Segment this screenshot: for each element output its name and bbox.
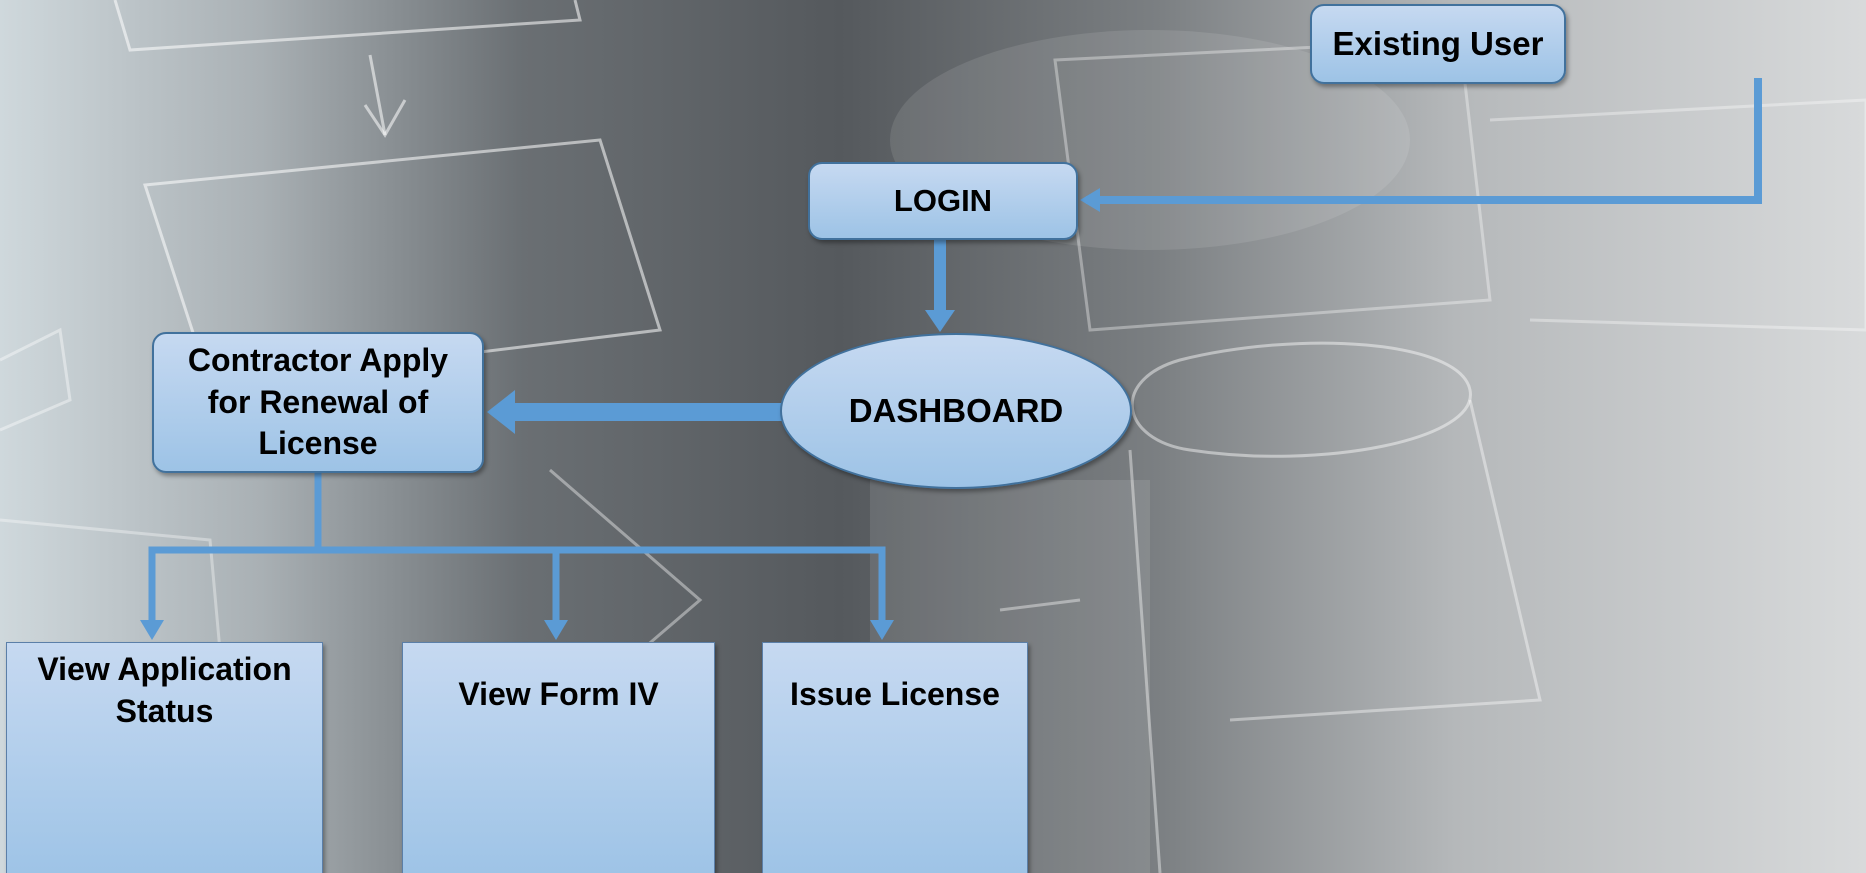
node-view-form-iv-label: View Form IV <box>458 676 659 712</box>
node-dashboard: DASHBOARD <box>780 333 1132 489</box>
sketch-arrow-head <box>363 99 407 138</box>
sketch-line-1 <box>1128 449 1162 873</box>
node-login: LOGIN <box>808 162 1078 240</box>
sketch-arrow-line <box>368 54 387 136</box>
arrowhead-to-view-form-iv <box>544 620 568 640</box>
sketch-ellipse <box>1130 341 1472 458</box>
sketch-line-2 <box>1229 399 1542 722</box>
sketch-box-far-right <box>1489 98 1866 332</box>
sketch-corner-left <box>0 327 72 432</box>
arrowhead-to-issue-license <box>870 620 894 640</box>
node-existing-user-label: Existing User <box>1332 25 1544 62</box>
node-issue-license-label: Issue License <box>790 676 1000 712</box>
node-login-label: LOGIN <box>893 183 993 218</box>
node-view-application-status: View Application Status <box>6 642 323 873</box>
node-view-application-status-label: View Application Status <box>37 651 292 729</box>
arrowhead-to-dashboard <box>925 310 955 332</box>
node-existing-user: Existing User <box>1310 4 1566 84</box>
sketch-arrow-2 <box>999 598 1081 612</box>
sketch-box-top <box>113 0 582 52</box>
arrowhead-to-login <box>1080 188 1100 212</box>
connector-existing-user-to-login <box>1086 78 1762 204</box>
arrowhead-to-contractor <box>487 390 515 434</box>
sketch-box-left <box>142 138 662 387</box>
node-dashboard-label: DASHBOARD <box>848 392 1064 429</box>
arrowhead-to-view-application-status <box>140 620 164 640</box>
node-contractor-apply-label: Contractor Apply for Renewal of License <box>187 342 449 462</box>
node-contractor-apply: Contractor Apply for Renewal of License <box>152 332 484 473</box>
node-view-form-iv: View Form IV <box>402 642 715 873</box>
node-issue-license: Issue License <box>762 642 1028 873</box>
